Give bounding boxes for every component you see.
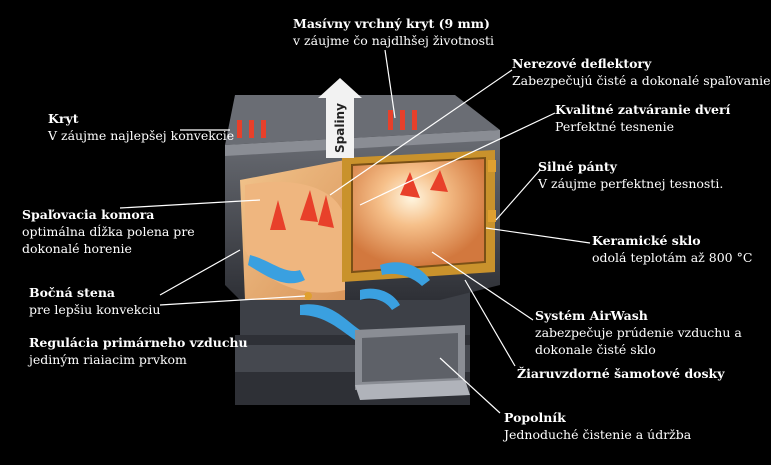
label-ash-pan: Popolník Jednoduché čistenie a údržba [504,409,691,443]
label-door-seal: Kvalitné zatváranie dverí Perfektné tesn… [555,101,730,135]
label-ash-pan-title: Popolník [504,410,566,425]
label-primary-air: Regulácia primárneho vzduchu jediným ria… [29,334,248,368]
label-top-cover-title: Masívny vrchný kryt (9 mm) [293,16,490,31]
label-top-cover: Masívny vrchný kryt (9 mm) v záujme čo n… [293,15,494,49]
label-primary-air-title: Regulácia primárneho vzduchu [29,335,248,350]
label-door-seal-desc: Perfektné tesnenie [555,119,674,134]
ash-pan-front [355,380,470,400]
label-side-wall-title: Bočná stena [29,285,116,300]
label-cover-desc: V záujme najlepšej konvekcie [48,128,235,143]
exhaust-label: Spaliny [333,103,347,153]
label-deflectors-desc: Zabezpečujú čisté a dokonalé spaľovanie [512,73,771,88]
label-cover-title: Kryt [48,111,79,126]
label-primary-air-desc: jediným riaiacim prvkom [29,352,187,367]
exhaust-arrow [318,78,362,158]
label-cover: Kryt V záujme najlepšej konvekcie [48,110,234,144]
label-door-seal-title: Kvalitné zatváranie dverí [555,102,731,117]
convection-arrows-red [237,110,417,138]
label-ash-pan-desc: Jednoduché čistenie a údržba [504,427,692,442]
leader-lines [119,49,591,414]
label-glass-title: Keramické sklo [592,233,701,248]
label-deflectors-title: Nerezové deflektory [512,56,652,71]
label-chamber: Spaľovacia komora optimálna dĺžka polena… [22,206,195,257]
label-side-wall: Bočná stena pre lepšiu konvekciu [29,284,160,318]
top-cover-edge [225,130,500,156]
label-airwash-desc-1: zabezpečuje prúdenie vzduchu a [535,325,742,340]
label-chamber-title: Spaľovacia komora [22,207,155,222]
label-airwash: Systém AirWash zabezpečuje prúdenie vzdu… [535,307,742,358]
label-side-wall-desc: pre lepšiu konvekciu [29,302,161,317]
label-glass: Keramické sklo odolá teplotám až 800 °C [592,232,752,266]
label-airwash-title: Systém AirWash [535,308,648,323]
air-flow-blue [248,255,430,340]
primary-air-control [304,292,312,300]
label-chamber-desc-2: dokonalé horenie [22,241,132,256]
label-chamber-desc-1: optimálna dĺžka polena pre [22,224,195,239]
label-bricks: Žiaruvzdorné šamotové dosky [517,365,724,382]
label-deflectors: Nerezové deflektory Zabezpečujú čisté a … [512,55,771,89]
hinge-bottom [488,210,496,222]
top-cover [225,95,500,145]
label-hinges-title: Silné pánty [538,159,617,174]
flames [270,170,448,230]
ceramic-glass-pane [352,158,485,272]
label-hinges: Silné pánty V záujme perfektnej tesnosti… [538,158,723,192]
label-glass-desc: odolá teplotám až 800 °C [592,250,753,265]
hinge-top [488,160,496,172]
ash-pan-inner [362,333,458,382]
label-bricks-title: Žiaruvzdorné šamotové dosky [517,366,725,381]
label-airwash-desc-2: dokonale čisté sklo [535,342,656,357]
label-top-cover-desc: v záujme čo najdlhšej životnosti [293,33,495,48]
door-inner-frame [351,156,486,274]
label-hinges-desc: V záujme perfektnej tesnosti. [538,176,724,191]
